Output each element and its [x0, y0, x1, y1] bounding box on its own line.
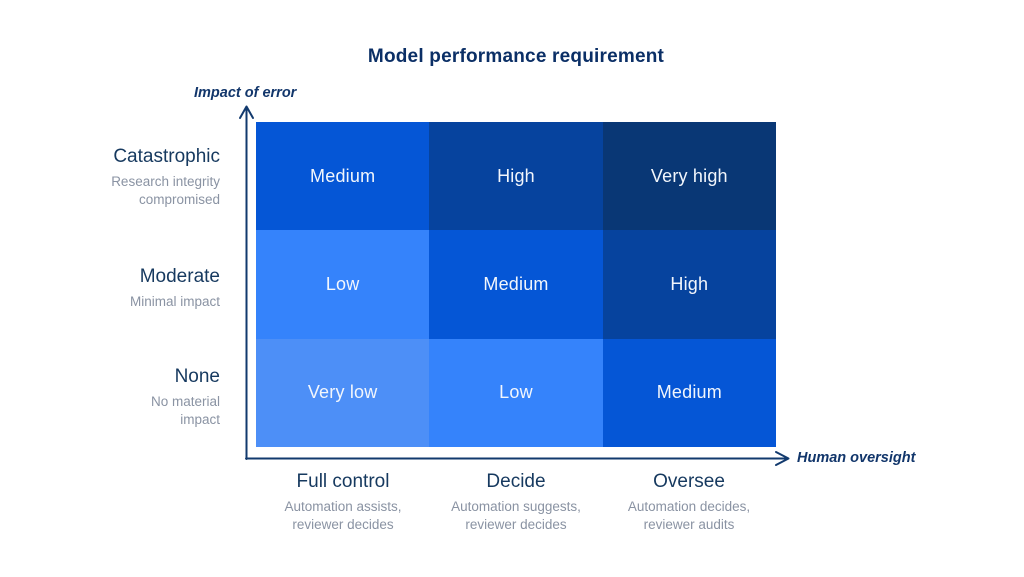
matrix-cell-r0-c2: Very high	[602, 122, 776, 231]
x-category-label: Decide	[486, 471, 546, 492]
y-category-label: Catastrophic	[113, 146, 220, 167]
x-category-label: Full control	[296, 471, 390, 492]
y-axis-label: Impact of error	[194, 85, 297, 101]
matrix-cell-r2-c0: Very low	[256, 338, 430, 447]
x-category-description: Automation assists, reviewer decides	[284, 499, 402, 532]
matrix-cell-r0-c0: Medium	[256, 122, 430, 231]
y-category-description: Minimal impact	[129, 294, 220, 309]
matrix-cell-r1-c2: High	[602, 230, 776, 339]
y-category-2: None No material impact	[20, 366, 220, 428]
matrix-cell-r0-c1: High	[429, 122, 603, 231]
matrix-cell-r2-c1: Low	[429, 338, 603, 447]
x-axis-arrowhead-icon	[775, 451, 790, 466]
y-category-label: None	[174, 366, 220, 387]
y-category-description: No material impact	[150, 394, 220, 427]
matrix-cell-r2-c2: Medium	[602, 338, 776, 447]
x-category-label: Oversee	[653, 471, 725, 492]
matrix-cell-r1-c1: Medium	[429, 230, 603, 339]
y-category-description: Research integrity compromised	[111, 174, 220, 207]
page-title: Model performance requirement	[367, 46, 665, 67]
y-axis-arrowhead-icon	[239, 105, 254, 119]
x-axis-label: Human oversight	[797, 450, 916, 466]
x-category-description: Automation suggests, reviewer decides	[451, 499, 581, 532]
matrix-cell-r1-c0: Low	[256, 230, 430, 339]
x-category-description: Automation decides, reviewer audits	[627, 499, 751, 532]
y-category-label: Moderate	[139, 266, 220, 287]
